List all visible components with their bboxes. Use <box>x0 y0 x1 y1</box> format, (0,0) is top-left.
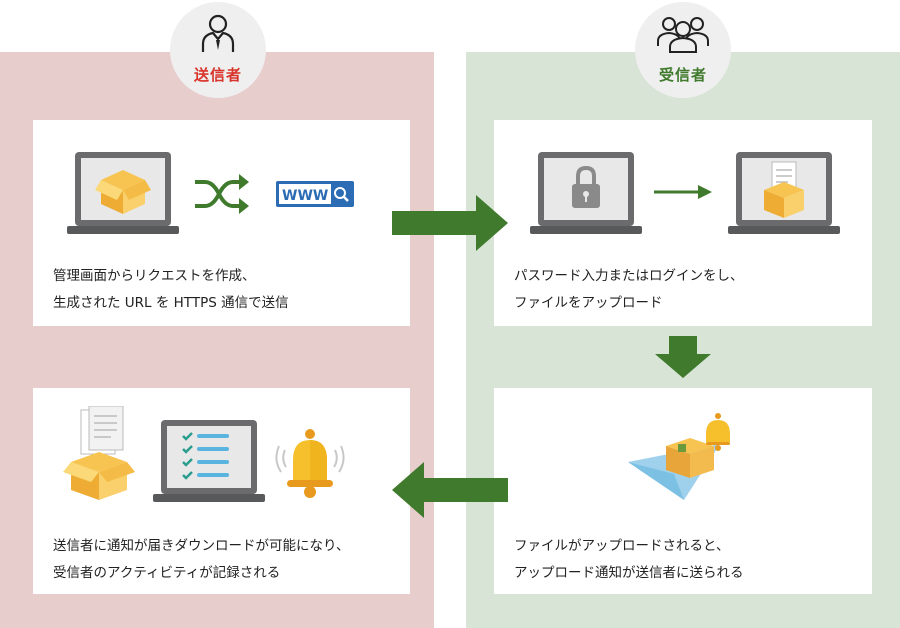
box-document-icon <box>63 406 135 500</box>
flow-arrow-right <box>392 195 508 251</box>
step-sender-request-card: WWW 管理画面からリクエストを作成、 生成された URL を HTTPS 通信… <box>33 120 410 326</box>
receiver-badge: 受信者 <box>635 2 731 98</box>
bell-icon <box>275 429 345 498</box>
step-receiver-upload-card: パスワード入力またはログインをし、 ファイルをアップロード <box>494 120 872 326</box>
step-sender-download-text: 送信者に通知が届きダウンロードが可能になり、 受信者のアクティビティが記録される <box>53 533 349 587</box>
receiver-label: 受信者 <box>658 66 707 84</box>
sender-label: 送信者 <box>193 66 242 84</box>
laptop-box-icon <box>67 152 179 234</box>
step-sender-download-line2: 受信者のアクティビティが記録される <box>53 565 281 581</box>
step-receiver-upload-text: パスワード入力またはログインをし、 ファイルをアップロード <box>514 263 744 317</box>
flow-arrow-left <box>392 462 508 518</box>
www-search-icon: WWW <box>276 181 354 207</box>
arrow-right-icon <box>654 185 712 199</box>
laptop-box-document-icon <box>728 152 840 234</box>
step-sender-request-line2: 生成された URL を HTTPS 通信で送信 <box>53 295 289 311</box>
step-receiver-notify-line2: アップロード通知が送信者に送られる <box>514 565 744 581</box>
step-sender-download-card: 送信者に通知が届きダウンロードが可能になり、 受信者のアクティビティが記録される <box>33 388 410 594</box>
laptop-checklist-icon <box>153 420 265 502</box>
flow-arrow-down <box>655 336 711 378</box>
step-receiver-upload-line1: パスワード入力またはログインをし、 <box>514 268 744 284</box>
step-receiver-notify-card: ファイルがアップロードされると、 アップロード通知が送信者に送られる <box>494 388 872 594</box>
sender-badge: 送信者 <box>170 2 266 98</box>
step-receiver-notify-text: ファイルがアップロードされると、 アップロード通知が送信者に送られる <box>514 533 744 587</box>
step-sender-download-line1: 送信者に通知が届きダウンロードが可能になり、 <box>53 538 350 554</box>
laptop-lock-icon <box>530 152 642 234</box>
shuffle-icon <box>195 174 249 214</box>
www-text: WWW <box>282 188 328 204</box>
person-icon <box>201 14 235 52</box>
paper-plane-box-bell-icon <box>628 413 730 500</box>
step-receiver-notify-line1: ファイルがアップロードされると、 <box>514 538 730 554</box>
step-sender-request-line1: 管理画面からリクエストを作成、 <box>53 268 256 284</box>
step-sender-request-text: 管理画面からリクエストを作成、 生成された URL を HTTPS 通信で送信 <box>53 263 289 317</box>
group-icon <box>657 17 709 53</box>
step-receiver-upload-line2: ファイルをアップロード <box>514 295 663 311</box>
